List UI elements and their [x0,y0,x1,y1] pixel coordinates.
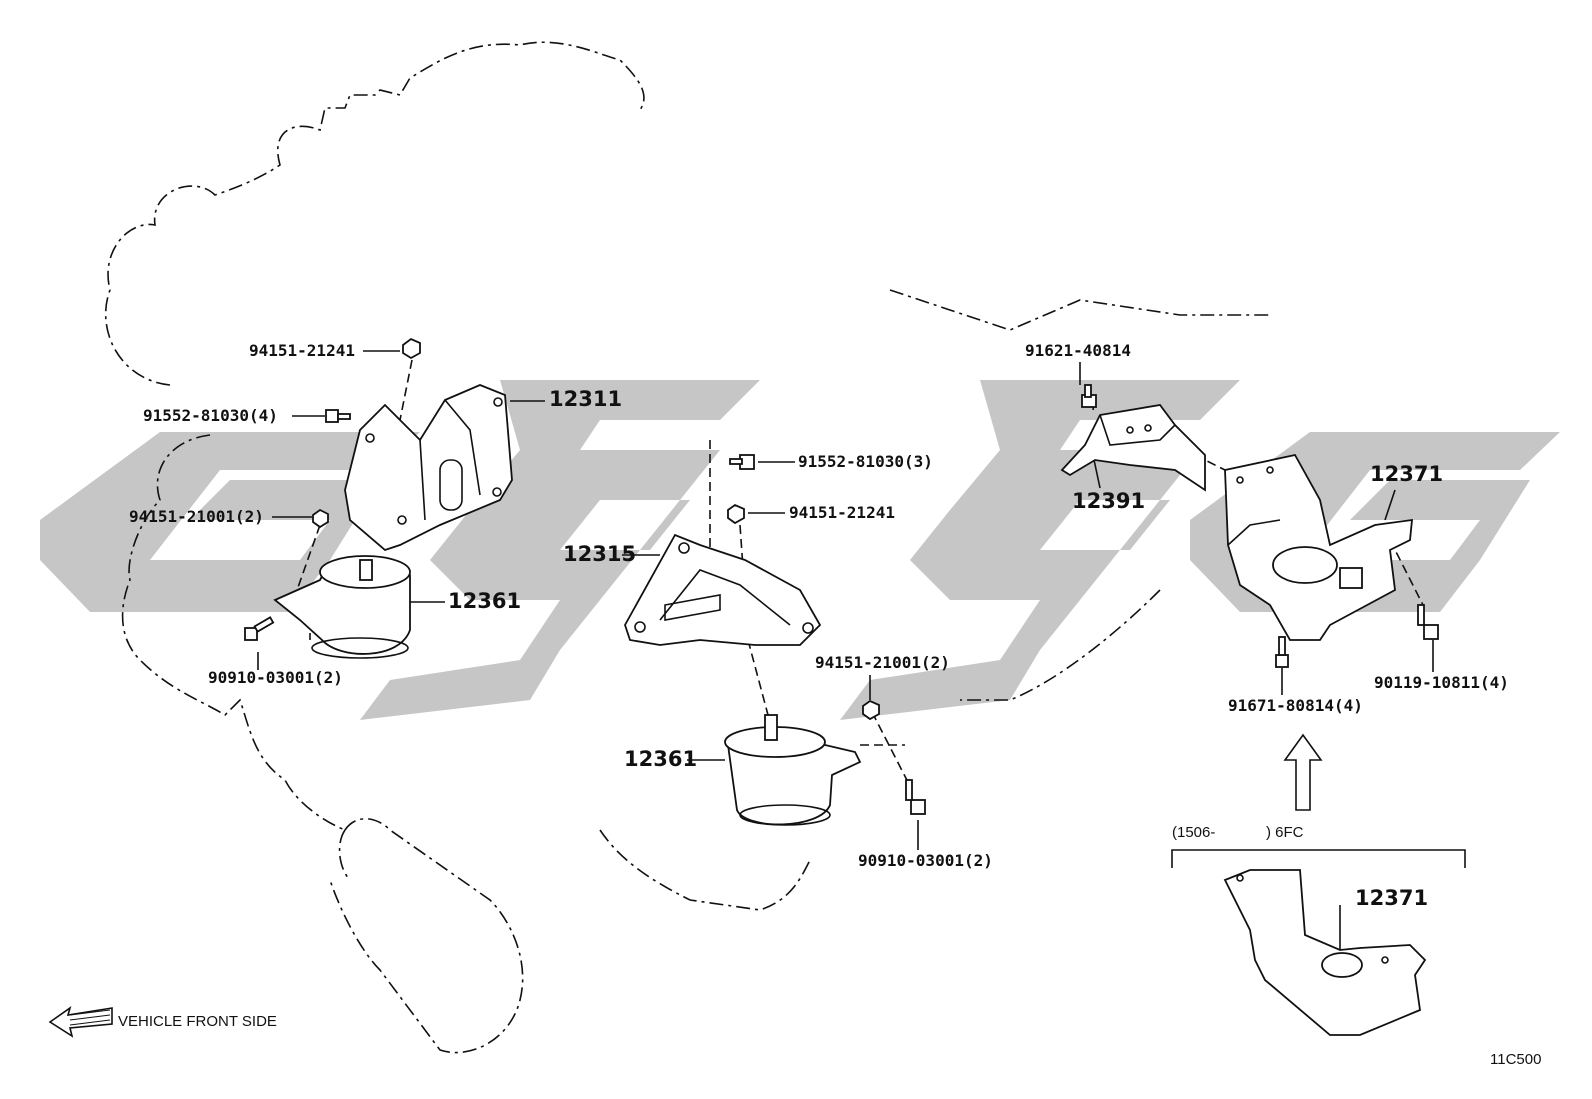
up-arrow-icon [1283,733,1323,811]
fastener-label-91552-81030-4: 91552-81030(4) [143,406,278,425]
part-label-12371: 12371 [1370,462,1444,486]
engine-mount-bracket-12391 [1060,404,1206,492]
nut-icon [862,699,880,721]
fastener-label-90910-03001-center: 90910-03001(2) [858,851,993,870]
bolt-icon [1417,604,1439,640]
vehicle-front-note: VEHICLE FRONT SIDE [118,1013,277,1030]
part-label-12361-left: 12361 [448,589,522,613]
part-label-12315: 12315 [563,542,637,566]
range-note-end: ) 6FC [1266,824,1304,841]
variant-range-bracket [1171,849,1466,868]
fastener-label-91621-40814: 91621-40814 [1025,341,1131,360]
bolt-icon [729,454,755,470]
fastener-label-90910-03001-left: 90910-03001(2) [208,668,343,687]
bolt-icon [1275,636,1289,668]
bolt-icon [905,779,926,815]
engine-mount-insulator-12361-left [273,555,411,659]
fastener-label-94151-21241-center: 94151-21241 [789,503,895,522]
leader-lines [257,350,1434,955]
bolt-icon [244,616,275,641]
nut-icon [727,503,745,525]
front-arrow-icon [48,1006,113,1038]
engine-mount-bracket-12315 [624,533,822,646]
engine-mount-insulator-12371 [1224,453,1414,641]
range-note-start: (1506- [1172,824,1216,841]
part-label-12361-center: 12361 [624,747,698,771]
part-label-12371-variant: 12371 [1355,886,1429,910]
fastener-icons [244,337,1439,815]
engine-outline [105,41,1270,1054]
fastener-label-94151-21241-left: 94151-21241 [249,341,355,360]
engine-mount-bracket-12311 [344,384,513,552]
nut-icon [312,508,329,529]
fastener-label-91552-81030-3: 91552-81030(3) [798,452,933,471]
part-label-12391: 12391 [1072,489,1146,513]
fastener-label-94151-21001-center: 94151-21001(2) [815,653,950,672]
engine-mount-insulator-12371-variant [1223,869,1427,1036]
fastener-label-90119-10811: 90119-10811(4) [1374,673,1509,692]
nut-icon [402,337,421,360]
bolt-icon [325,409,351,423]
diagram-code: 11C500 [1490,1051,1542,1068]
part-label-12311: 12311 [549,387,623,411]
fastener-label-94151-21001-left: 94151-21001(2) [129,507,264,526]
engine-mount-insulator-12361-center [724,714,862,826]
bolt-icon [1081,384,1097,408]
fastener-label-91671-80814: 91671-80814(4) [1228,696,1363,715]
